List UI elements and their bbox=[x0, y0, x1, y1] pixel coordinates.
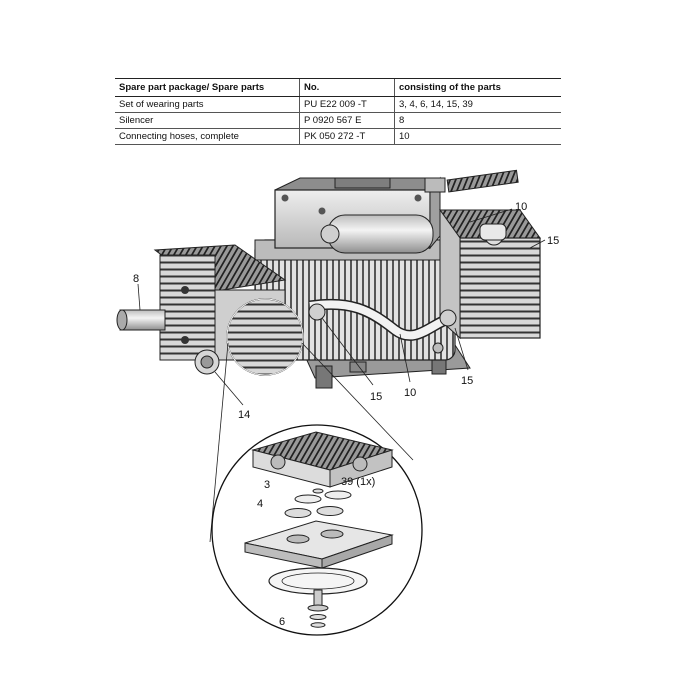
row-parts: 3, 4, 6, 14, 15, 39 bbox=[394, 96, 561, 113]
row-parts: 10 bbox=[394, 128, 561, 145]
row-number: PK 050 272 -T bbox=[299, 128, 395, 145]
table-header-row: Spare part package/ Spare parts No. cons… bbox=[115, 78, 561, 97]
pump-assembly bbox=[116, 169, 541, 389]
callout-3: 3 bbox=[264, 479, 270, 491]
detail-projection-lines bbox=[209, 342, 414, 543]
row-name: Silencer bbox=[115, 112, 300, 129]
row-name: Set of wearing parts bbox=[115, 96, 300, 113]
callout-15-bottom-right: 15 bbox=[461, 375, 473, 387]
callout-39: 39 (1x) bbox=[341, 476, 375, 488]
callout-4: 4 bbox=[257, 498, 263, 510]
row-number: PU E22 009 -T bbox=[299, 96, 395, 113]
callout-15-bottom: 15 bbox=[370, 391, 382, 403]
callout-10-bottom: 10 bbox=[404, 387, 416, 399]
table-row: Connecting hoses, complete PK 050 272 -T… bbox=[115, 128, 561, 145]
callout-8: 8 bbox=[133, 273, 139, 285]
callout-labels: 8 10 15 15 10 15 14 3 39 (1x) 4 6 bbox=[133, 201, 559, 628]
header-number: No. bbox=[299, 78, 395, 97]
callout-10-top: 10 bbox=[515, 201, 527, 213]
exploded-detail-view bbox=[211, 424, 423, 636]
table-row: Set of wearing parts PU E22 009 -T 3, 4,… bbox=[115, 96, 561, 113]
callout-14: 14 bbox=[238, 409, 250, 421]
row-parts: 8 bbox=[394, 112, 561, 129]
callout-6: 6 bbox=[279, 616, 285, 628]
table-row: Silencer P 0920 567 E 8 bbox=[115, 112, 561, 129]
header-consisting: consisting of the parts bbox=[394, 78, 561, 97]
callout-15-right: 15 bbox=[547, 235, 559, 247]
header-spare-part: Spare part package/ Spare parts bbox=[115, 78, 300, 97]
row-number: P 0920 567 E bbox=[299, 112, 395, 129]
row-name: Connecting hoses, complete bbox=[115, 128, 300, 145]
spare-parts-table: Spare part package/ Spare parts No. cons… bbox=[115, 78, 561, 145]
